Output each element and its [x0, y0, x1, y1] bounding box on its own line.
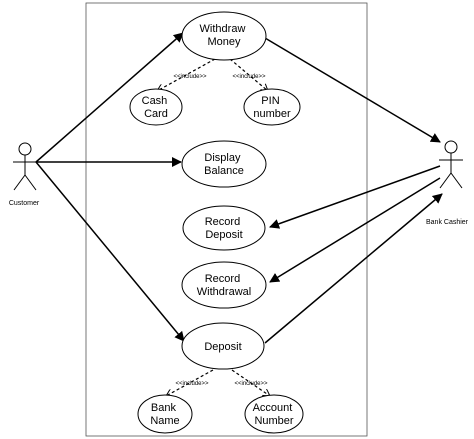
- include-deposit-bank-name: [166, 369, 214, 396]
- use-case-account-number: Account Number: [244, 394, 304, 434]
- svg-text:PIN number: PIN number: [253, 95, 291, 120]
- assoc-deposit-cashier: [264, 193, 443, 344]
- actor-bank-cashier-label: Bank Cashier: [426, 219, 469, 226]
- use-case-withdraw-money-line2: Money: [207, 36, 241, 48]
- include-deposit-account-number: [231, 369, 270, 396]
- svg-text:Record Deposit: Record Deposit: [205, 216, 244, 241]
- use-case-record-deposit-line1: Record: [205, 216, 240, 228]
- use-case-record-withdrawal-line1: Record: [205, 273, 240, 285]
- use-case-account-number-line2: Number: [254, 415, 293, 427]
- assoc-withdraw-cashier: [264, 37, 441, 143]
- use-case-display-balance: Display Balance: [181, 140, 267, 188]
- use-case-cash-card: Cash Card: [129, 88, 183, 126]
- use-case-pin-number: PIN number: [243, 88, 301, 126]
- stereotype-include-account-number: <<include>>: [234, 381, 268, 387]
- use-case-record-deposit-line2: Deposit: [205, 229, 242, 241]
- svg-text:Bank Name: Bank Name: [150, 402, 179, 427]
- use-case-account-number-line1: Account: [253, 402, 293, 414]
- use-case-withdraw-money: Withdraw Money: [181, 11, 267, 61]
- actor-customer-label: Customer: [9, 200, 40, 207]
- assoc-cashier-record-deposit: [269, 165, 441, 229]
- use-case-cash-card-line2: Card: [144, 108, 168, 120]
- use-case-pin-number-line2: number: [253, 108, 291, 120]
- assoc-cashier-record-withdrawal: [269, 177, 441, 283]
- use-case-record-withdrawal-line2: Withdrawal: [197, 286, 251, 298]
- assoc-customer-withdraw: [35, 32, 184, 163]
- stereotype-include-bank-name: <<include>>: [175, 381, 209, 387]
- stereotype-include-cash-card: <<include>>: [173, 74, 207, 80]
- stereotype-include-pin-number: <<include>>: [232, 74, 266, 80]
- use-case-cash-card-line1: Cash: [142, 95, 168, 107]
- system-boundary: [85, 2, 368, 437]
- use-case-deposit: Deposit: [181, 322, 265, 370]
- use-case-pin-number-line1: PIN: [261, 95, 279, 107]
- include-withdraw-pin-number: [229, 58, 268, 91]
- use-case-bank-name-line2: Name: [150, 415, 179, 427]
- actor-customer: Customer: [9, 142, 40, 207]
- use-case-record-withdrawal: Record Withdrawal: [181, 261, 267, 309]
- actor-bank-cashier: Bank Cashier: [426, 140, 469, 226]
- svg-text:Display Balance: Display Balance: [204, 152, 244, 177]
- use-case-display-balance-line1: Display: [204, 152, 241, 164]
- assoc-customer-deposit: [35, 161, 185, 342]
- svg-text:Account Number: Account Number: [253, 402, 296, 427]
- use-case-record-deposit: Record Deposit: [182, 205, 266, 251]
- svg-text:Record Withdrawal: Record Withdrawal: [197, 273, 251, 298]
- svg-text:Withdraw Money: Withdraw Money: [200, 23, 249, 48]
- use-case-bank-name: Bank Name: [137, 394, 193, 434]
- use-case-display-balance-line2: Balance: [204, 165, 244, 177]
- svg-text:Cash Card: Cash Card: [142, 95, 171, 120]
- use-case-withdraw-money-line1: Withdraw: [200, 23, 246, 35]
- use-case-bank-name-line1: Bank: [151, 402, 177, 414]
- use-case-deposit-label: Deposit: [204, 341, 241, 353]
- include-withdraw-cash-card: [157, 58, 216, 91]
